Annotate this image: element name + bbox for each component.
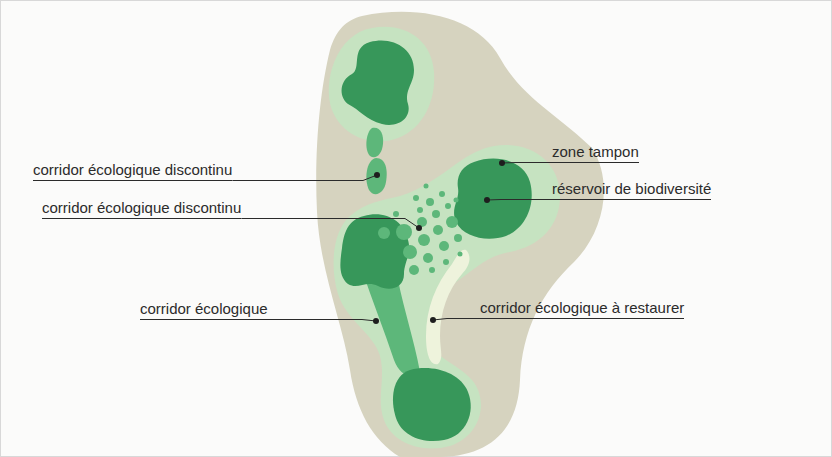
corridor-fragment [366, 158, 386, 194]
leader-line [502, 162, 552, 164]
biodiversity-reservoir [340, 214, 409, 288]
biodiversity-reservoir [393, 368, 471, 441]
leader-line [232, 175, 377, 181]
leader-dot [373, 318, 379, 324]
callout-label: zone tampon [552, 143, 639, 163]
leader-line [487, 199, 552, 201]
leader-dot [430, 317, 436, 323]
leader-dot [484, 197, 490, 203]
callout-label: corridor écologique à restaurer [480, 299, 684, 319]
leader-dot [416, 225, 422, 231]
callout-label: corridor écologique discontinu [33, 161, 232, 181]
biodiversity-reservoir [454, 159, 532, 239]
corridor-to-restore [426, 250, 469, 364]
stepping-stones [378, 184, 463, 276]
leader-line [268, 320, 376, 322]
callout-label: réservoir de biodiversité [552, 180, 711, 200]
leader-dot [499, 160, 505, 166]
callout-label: corridor écologique discontinu [42, 199, 241, 219]
buffer-zone [334, 145, 560, 448]
callout-label: corridor écologique [140, 300, 268, 320]
buffer-zone [329, 27, 434, 142]
territory-area [316, 12, 604, 457]
corridor-fragment [366, 128, 383, 158]
leader-dot [374, 172, 380, 178]
biodiversity-reservoir [342, 40, 414, 124]
leader-line [241, 219, 419, 229]
leader-line [433, 319, 480, 321]
